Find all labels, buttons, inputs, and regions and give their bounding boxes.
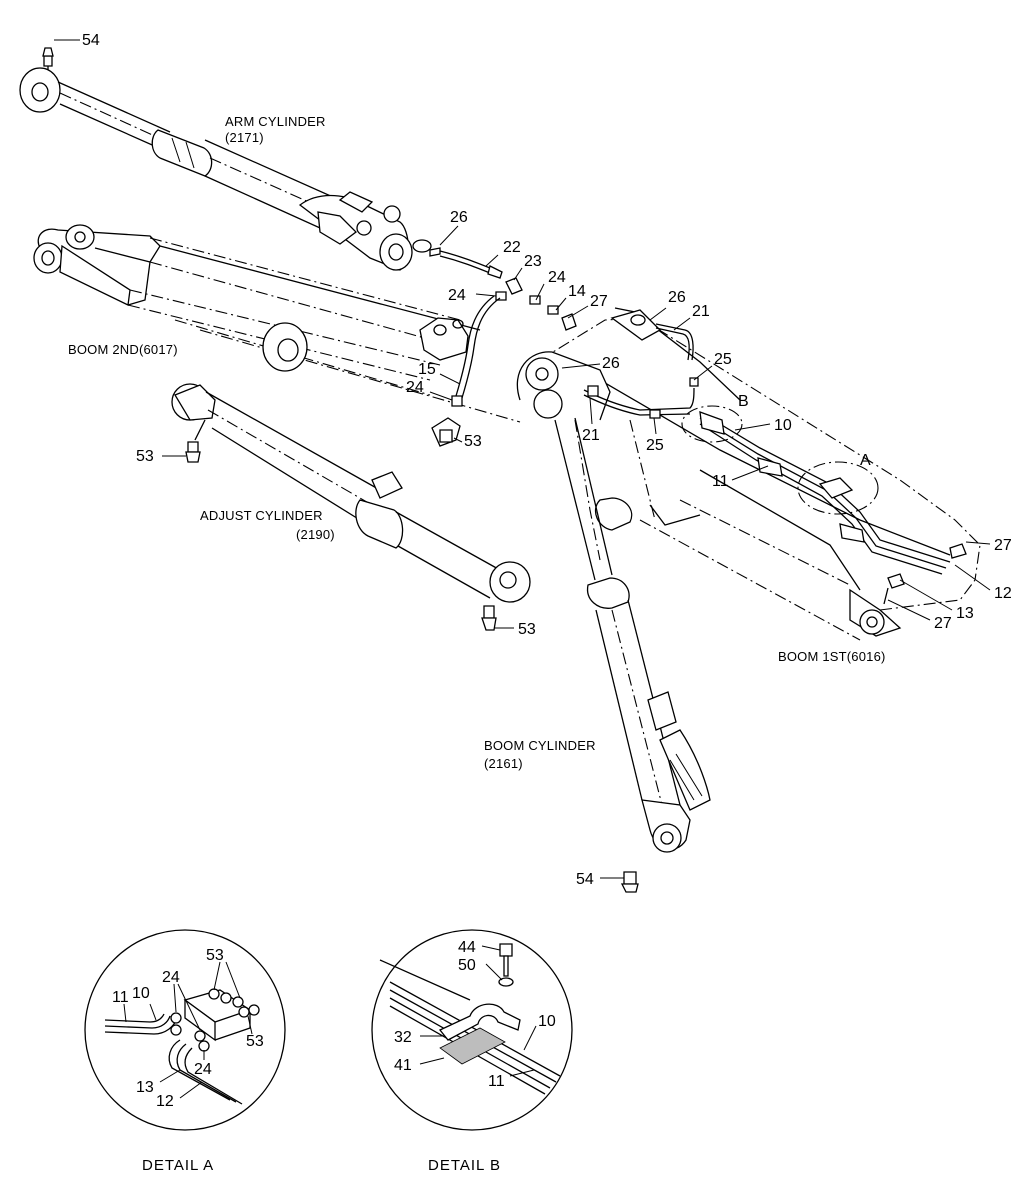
part-number: 24 (448, 287, 466, 304)
part-number: 27 (590, 293, 608, 310)
label-boom-cylinder-no: (2161) (484, 756, 523, 771)
detail-a (84, 929, 286, 1131)
part-number: 11 (712, 473, 729, 490)
label-detail-a: DETAIL A (142, 1157, 214, 1174)
arm-cylinder (19, 47, 441, 271)
part-number: 11 (112, 989, 129, 1006)
part-number: 41 (394, 1057, 412, 1074)
part-number: 21 (692, 303, 710, 320)
part-number: 22 (503, 239, 521, 256)
label-adjust-cylinder-no: (2190) (296, 527, 335, 542)
leader-lines (54, 39, 991, 1099)
part-number: 11 (488, 1073, 505, 1090)
part-number: 53 (518, 621, 536, 638)
part-number: 14 (568, 283, 586, 300)
label-boom-1st: BOOM 1ST(6016) (778, 649, 886, 664)
part-number: 24 (548, 269, 566, 286)
label-boom-cylinder: BOOM CYLINDER (484, 738, 596, 753)
part-number: 10 (132, 985, 150, 1002)
callout-b-ellipse (681, 405, 743, 443)
boom-1st (516, 307, 981, 641)
part-number: 21 (582, 427, 600, 444)
part-number: 26 (450, 209, 468, 226)
part-number: 53 (136, 448, 154, 465)
part-number: 24 (162, 969, 180, 986)
part-number: 10 (774, 417, 792, 434)
callout-b-letter: B (738, 393, 749, 410)
callout-a-letter: A (860, 452, 871, 469)
part-number: 24 (406, 379, 424, 396)
label-arm-cylinder-no: (2171) (225, 130, 264, 145)
hydraulic-piping (439, 250, 967, 605)
part-number: 25 (646, 437, 664, 454)
detail-b (371, 929, 573, 1131)
boom-cylinder (554, 417, 711, 893)
part-number: 27 (994, 537, 1012, 554)
text-labels: ARM CYLINDER (2171) BOOM 2ND(6017) ADJUS… (68, 114, 886, 1174)
part-number: 27 (934, 615, 952, 632)
adjust-cylinder (171, 383, 531, 631)
part-number: 15 (418, 361, 436, 378)
label-detail-b: DETAIL B (428, 1157, 501, 1174)
part-number: 53 (206, 947, 224, 964)
part-number: 26 (602, 355, 620, 372)
boom-2nd (33, 224, 521, 447)
part-number: 53 (464, 433, 482, 450)
part-number: 13 (136, 1079, 154, 1096)
label-arm-cylinder: ARM CYLINDER (225, 114, 326, 129)
label-boom-2nd: BOOM 2ND(6017) (68, 342, 178, 357)
part-numbers: 54 26 22 23 24 24 14 27 26 21 26 25 15 2… (82, 32, 1012, 1110)
part-number: 44 (458, 939, 476, 956)
part-number: 25 (714, 351, 732, 368)
part-number: 10 (538, 1013, 556, 1030)
part-number: 54 (576, 871, 594, 888)
part-number: 32 (394, 1029, 412, 1046)
label-adjust-cylinder: ADJUST CYLINDER (200, 508, 323, 523)
part-number: 23 (524, 253, 542, 270)
part-number: 26 (668, 289, 686, 306)
part-number: 53 (246, 1033, 264, 1050)
callout-a-ellipse (797, 461, 879, 515)
part-number: 13 (956, 605, 974, 622)
part-number: 12 (156, 1093, 174, 1110)
part-number: 12 (994, 585, 1012, 602)
part-number: 24 (194, 1061, 212, 1078)
part-number: 50 (458, 957, 476, 974)
part-number: 54 (82, 32, 100, 49)
